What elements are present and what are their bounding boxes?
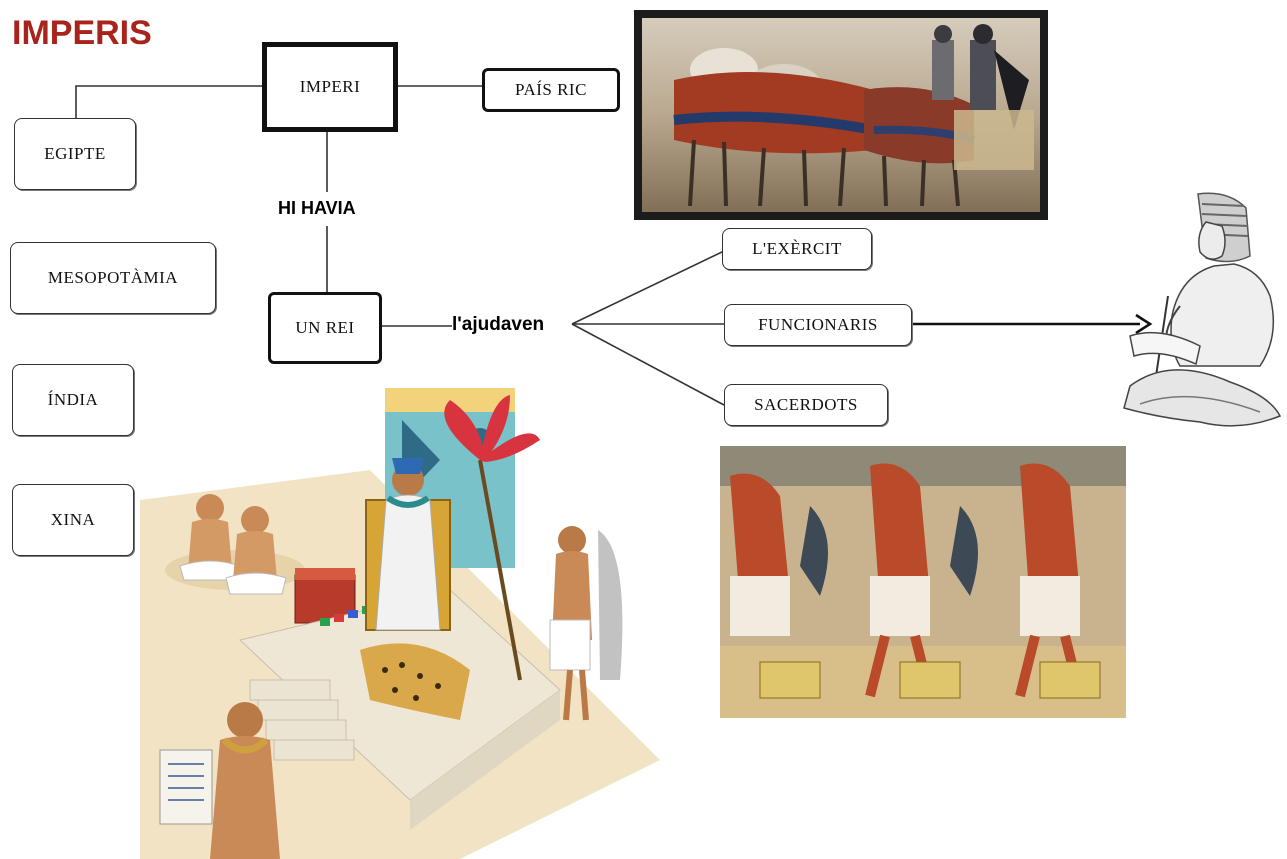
node-egipte: EGIPTE <box>14 118 136 190</box>
arrow-head <box>1135 313 1153 335</box>
node-exercit: L'EXÈRCIT <box>722 228 872 270</box>
node-imperi: IMPERI <box>262 42 398 132</box>
node-india: ÍNDIA <box>12 364 134 436</box>
pharaoh-illustration <box>140 380 660 859</box>
label-hi-havia: HI HAVIA <box>278 198 356 219</box>
node-xina: XINA <box>12 484 134 556</box>
node-pais-ric: PAÍS RIC <box>482 68 620 112</box>
line-imperi-egipte <box>75 85 262 122</box>
label-ajudaven: l'ajudaven <box>452 314 545 336</box>
node-funcionaris: FUNCIONARIS <box>724 304 912 346</box>
line-ajudaven-exercit <box>571 250 725 325</box>
fresco-image <box>720 446 1126 718</box>
chariots-photo <box>634 10 1048 220</box>
node-sacerdots: SACERDOTS <box>724 384 888 426</box>
node-mesopotamia: MESOPOTÀMIA <box>10 242 216 314</box>
scribe-illustration <box>1110 186 1287 446</box>
node-un-rei: UN REI <box>268 292 382 364</box>
line-ajudaven-sacerdots <box>571 323 725 406</box>
page-title: IMPERIS <box>12 14 152 52</box>
